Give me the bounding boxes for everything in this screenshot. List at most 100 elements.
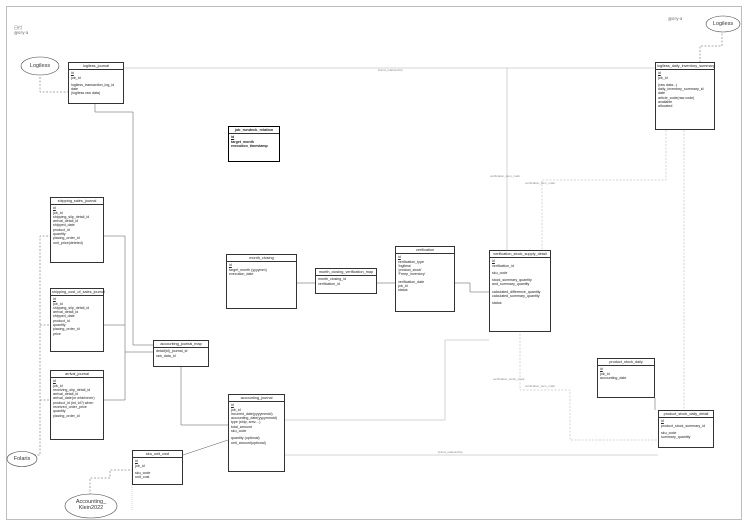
entity-field: job_id [71, 75, 81, 80]
edge-label-stock: verification_stock_mark [493, 377, 525, 381]
entity-field: and_summary_quantity [492, 282, 530, 287]
entity-field: available [658, 100, 673, 105]
entity-field: sku_code [661, 430, 677, 435]
entity-field: 'Freep_inventory' [398, 272, 426, 277]
entity-field: id [398, 255, 401, 260]
entity-field: verification_type [398, 259, 424, 264]
cloud-logiless-right: Logiless [705, 14, 741, 34]
edge-folaris-to-sales [34, 235, 50, 456]
edge-summary-to-detail [541, 130, 667, 250]
edge-journal-to-map [94, 103, 153, 346]
entity-field: type (ship, arriv....) [231, 420, 261, 425]
entity-field: stock_summary_quantity [492, 278, 532, 283]
entity-field: verification_date [398, 279, 425, 284]
entity-field: id [231, 135, 235, 140]
entity-field: id [229, 263, 232, 268]
entity-field: month_closing_id [318, 277, 346, 282]
entity-month-closing-verification-map[interactable]: month_closing_verification_map month_clo… [315, 268, 377, 294]
edge-label-verification-3: verification_item_mark [525, 384, 556, 388]
entity-field: shipped_date [53, 223, 75, 228]
entity-field: id [71, 71, 74, 76]
entity-field: id [53, 297, 56, 302]
entity-field: unit_amount(optional) [231, 440, 266, 445]
entity-field: accounting_date [600, 375, 627, 380]
entity-field: product_id [53, 227, 70, 232]
entity-field: arrival_detail_id [53, 219, 79, 224]
entity-field: id [600, 367, 603, 372]
entity-field: receiving_slip_detail_id [53, 387, 91, 392]
entity-field: total_amount [231, 424, 252, 429]
edge-accounting-cloud-to-sku [89, 469, 132, 495]
corner-note-right: @ory-a [668, 16, 683, 21]
entity-field: quantity (optional) [231, 436, 260, 441]
edge-detail-to-stock-detail [519, 330, 658, 441]
entity-field: id [53, 206, 56, 211]
entity-field: unit_price(deleted) [53, 240, 83, 245]
cloud-accounting: Accounting_ Klein2022 [64, 493, 118, 519]
entity-accounting-journal-map[interactable]: accounting_journal_map detail(id)_journa… [153, 340, 209, 367]
entity-field: verification_id [492, 263, 514, 268]
entity-field: quantity [53, 409, 66, 414]
entity-field: quantity [53, 323, 66, 328]
entity-field: job_id [231, 407, 241, 412]
entity-field: received_order_price [53, 405, 87, 410]
entity-field: shipping_slip_detail_id [53, 214, 90, 219]
entity-field: shipped_date [53, 314, 75, 319]
edge-logiless-right-to-summary [699, 30, 723, 62]
entity-field: id [135, 459, 138, 464]
entity-field: (raw data...) [658, 82, 678, 87]
entity-field: sku_code [492, 270, 508, 275]
edge-map-to-accounting [180, 367, 228, 426]
entity-field: job_id [53, 301, 63, 306]
entity-field: raw_data_id [156, 353, 176, 358]
entity-field: id [658, 71, 661, 76]
entity-field: quantity [53, 232, 66, 237]
entity-field: id [492, 259, 495, 264]
edge-label-verification-2: verification_item_mark [525, 181, 556, 185]
entity-field: placing_order_id [53, 413, 80, 418]
entity-field: calculated_difference_quantity [492, 289, 541, 294]
entity-field: placing_order_id [53, 327, 80, 332]
entity-field: placing_order_id [53, 236, 80, 241]
edge-accounting-to-detail [285, 339, 489, 421]
entity-field: 'product_stock' [398, 268, 422, 273]
entity-field: job_id [658, 75, 668, 80]
entity-field: execution_timestamp [231, 143, 268, 148]
entity-field: product_id (lot_id?) when [53, 400, 94, 405]
entity-field: daily_inventory_summary_id [658, 87, 704, 92]
entity-field: job_id [600, 371, 610, 376]
entity-field: job_id [135, 463, 145, 468]
entity-field: execution_date [229, 271, 254, 276]
corner-note-left: 日付 @ory-a [14, 25, 29, 35]
entity-field: shipping_slip_detail_id [53, 305, 90, 310]
entity-field: price [53, 331, 61, 336]
entity-field: id [53, 379, 56, 384]
cloud-folaris: Folaris [6, 450, 38, 468]
entity-field: date [658, 91, 665, 96]
entity-field: arrival_detail_id [53, 392, 79, 397]
edge-verification-to-detail [455, 282, 489, 293]
entity-field: status [398, 288, 408, 293]
entity-field: job_id [53, 210, 63, 215]
entity-field: job_id [398, 284, 408, 289]
edge-label-brand-bottom: brand_relationship [438, 450, 463, 454]
edge-arrival-to-map [104, 352, 126, 401]
diagram-canvas [6, 6, 742, 520]
entity-field: (logiless raw data) [71, 91, 101, 96]
entity-field: unit_cost [135, 475, 150, 480]
entity-field: arrival_date(or whichever) [53, 396, 95, 401]
entity-field: product_stock_summary_id [661, 423, 705, 428]
